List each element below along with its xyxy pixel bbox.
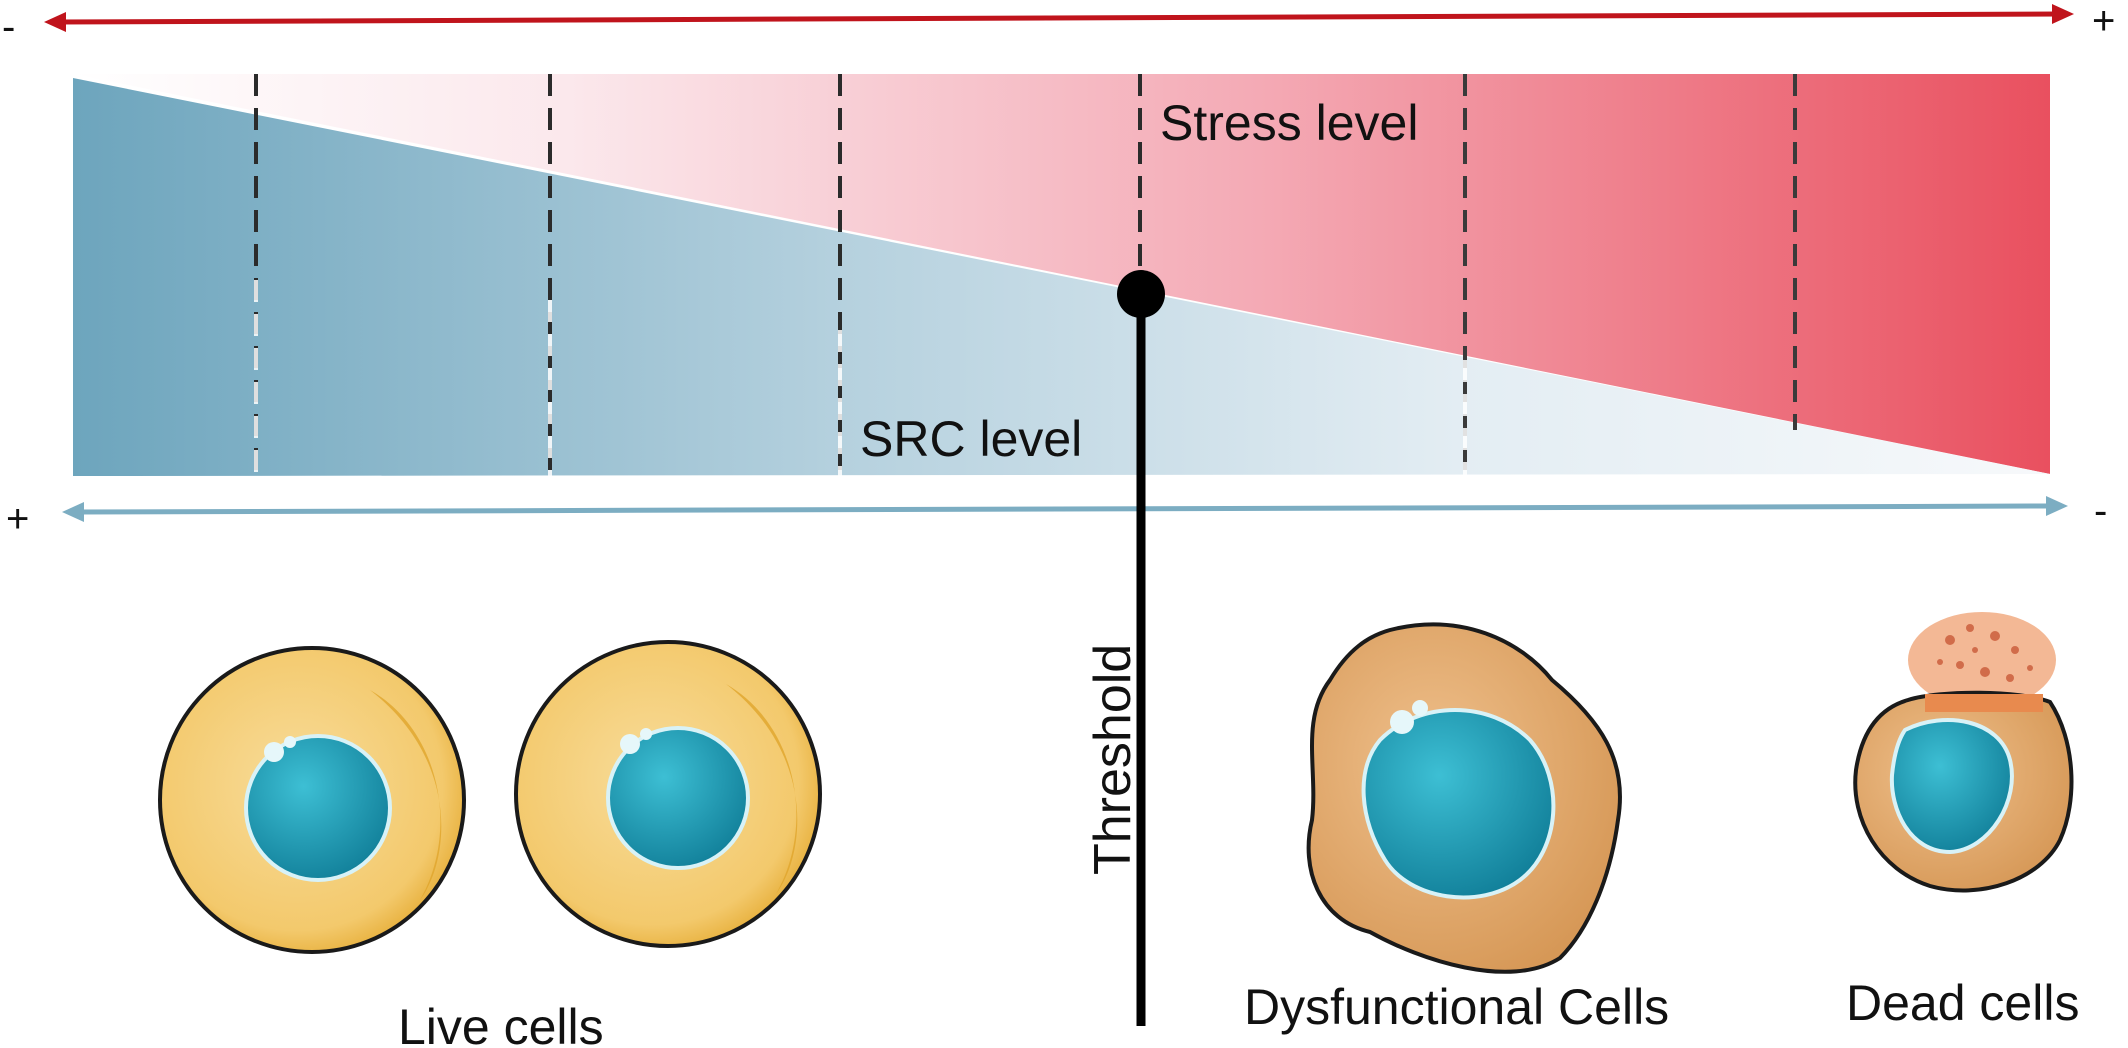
dashed-separators-light	[254, 280, 1467, 476]
dysfunctional-cells-label: Dysfunctional Cells	[1244, 979, 1669, 1035]
apoptotic-bleb	[1908, 612, 2056, 708]
live-cell-2	[514, 640, 822, 948]
dead-cell	[1853, 612, 2074, 893]
dashed-separators	[254, 74, 1797, 476]
dead-cells-label: Dead cells	[1846, 975, 2079, 1031]
stress-axis-plus: +	[2092, 0, 2115, 43]
src-level-label: SRC level	[860, 411, 1082, 467]
stress-axis-minus: -	[2, 5, 15, 49]
live-cell-1	[158, 646, 466, 954]
src-axis-plus: +	[6, 497, 29, 541]
nucleus	[244, 734, 392, 882]
stress-level-band	[73, 74, 2050, 474]
src-axis-arrow	[62, 496, 2068, 522]
stress-level-label: Stress level	[1160, 95, 1418, 151]
dysfunctional-cell	[1306, 622, 1623, 974]
src-level-band	[73, 78, 2050, 476]
live-cells-label: Live cells	[398, 999, 604, 1048]
threshold-marker	[1117, 270, 1165, 1026]
nucleus	[606, 726, 750, 870]
threshold-point	[1117, 270, 1165, 318]
threshold-label: Threshold	[1084, 644, 1142, 875]
stress-axis-arrow	[44, 4, 2074, 32]
src-axis-minus: -	[2094, 489, 2107, 533]
